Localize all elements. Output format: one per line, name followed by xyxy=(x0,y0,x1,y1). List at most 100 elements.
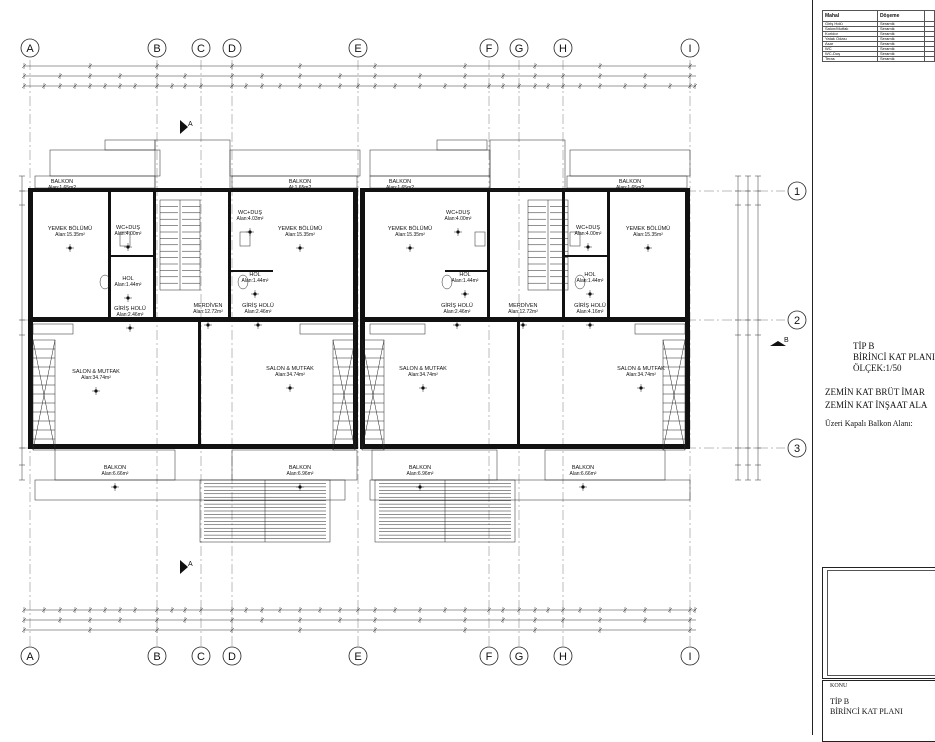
grid-bubble-top: I xyxy=(680,38,700,58)
room-area: Alan:34.74m² xyxy=(81,375,111,381)
wall xyxy=(228,192,231,317)
plan-outline xyxy=(34,479,346,501)
title-block-plan-name: BİRİNCİ KAT PLANI xyxy=(830,707,903,716)
grid-bubble-row: 1 xyxy=(787,181,807,201)
wall xyxy=(607,192,610,317)
sheet-divider xyxy=(812,0,813,735)
legend-header-doseme: Döşeme xyxy=(876,10,926,22)
grid-bubble-label: F xyxy=(486,651,493,663)
grid-bubble-label: G xyxy=(515,43,524,55)
kitchen-counter xyxy=(634,323,686,335)
wall xyxy=(685,188,690,449)
room-name: GİRİŞ HOLÜ xyxy=(574,302,606,309)
grid-bubble-bottom: F xyxy=(479,646,499,666)
wall xyxy=(28,444,358,449)
grid-bubble-label: 3 xyxy=(794,443,800,455)
wall xyxy=(360,317,690,322)
room-name: SALON & MUTFAK xyxy=(617,366,665,372)
side-brut-area: ZEMİN KAT BRÜT İMAR xyxy=(825,387,925,397)
plan-outline xyxy=(369,149,491,177)
wall xyxy=(445,270,490,272)
room-name: WC+DUŞ xyxy=(238,210,262,216)
room-name: WC+DUŞ xyxy=(446,210,470,216)
room-name: HOL xyxy=(584,272,595,278)
grid-bubble-top: C xyxy=(191,38,211,58)
wall xyxy=(517,322,520,444)
kitchen-counter xyxy=(32,323,74,335)
wall xyxy=(198,322,201,444)
balcony-outline xyxy=(371,449,498,481)
grid-bubble-top: E xyxy=(348,38,368,58)
room-area: Alan:4.16m² xyxy=(577,309,604,315)
room-name: YEMEK BÖLÜMÜ xyxy=(278,225,322,232)
room-area: Alan:2.46m² xyxy=(117,312,144,318)
grid-bubble-top: G xyxy=(509,38,529,58)
title-block-frame xyxy=(822,567,935,679)
grid-bubble-label: G xyxy=(515,651,524,663)
room-name: BALKON xyxy=(51,179,73,185)
room-area: Alan:12.72m² xyxy=(193,309,223,315)
grid-bubble-label: B xyxy=(153,651,160,663)
room-name: BALKON xyxy=(104,465,126,471)
section-mark-label: A xyxy=(188,121,193,128)
stair-void xyxy=(154,139,231,191)
wc-fixture xyxy=(569,231,581,247)
room-area: Alan:2.46m² xyxy=(444,309,471,315)
room-area: Alan:6.96m² xyxy=(287,471,314,477)
room-area: Alan:15.35m² xyxy=(395,232,425,238)
wc-bowl xyxy=(574,274,586,290)
room-name: SALON & MUTFAK xyxy=(266,366,314,372)
wall xyxy=(153,192,156,317)
grid-bubble-label: E xyxy=(354,651,361,663)
room-name: WC+DUŞ xyxy=(116,225,140,231)
wc-bowl xyxy=(441,274,453,290)
side-balkon-area: Üzeri Kapalı Balkon Alanı: xyxy=(825,419,913,428)
wall xyxy=(360,188,365,449)
grid-bubble-label: A xyxy=(26,651,34,663)
room-name: BALKON xyxy=(389,179,411,185)
grid-bubble-row: 2 xyxy=(787,310,807,330)
room-area: Alan:34.74m² xyxy=(275,372,305,378)
grid-bubble-top: H xyxy=(553,38,573,58)
grid-bubble-bottom: I xyxy=(680,646,700,666)
room-name: YEMEK BÖLÜMÜ xyxy=(626,225,670,232)
grid-bubble-top: A xyxy=(20,38,40,58)
room-area: Alan:1.44m² xyxy=(577,278,604,284)
plan-outline xyxy=(49,149,161,177)
plan-outline xyxy=(369,479,691,501)
grid-bubble-top: F xyxy=(479,38,499,58)
grid-bubble-label: A xyxy=(26,43,34,55)
section-mark: A xyxy=(180,120,193,134)
side-insaat-area: ZEMİN KAT İNŞAAT ALA xyxy=(825,400,928,410)
grid-bubble-label: D xyxy=(228,651,236,663)
grid-bubble-top: B xyxy=(147,38,167,58)
grid-bubble-label: C xyxy=(197,651,205,663)
room-name: BALKON xyxy=(619,179,641,185)
plan-outline xyxy=(104,139,156,151)
room-name: HOL xyxy=(249,272,260,278)
room-name: SALON & MUTFAK xyxy=(399,366,447,372)
room-area: Alan:6.96m² xyxy=(407,471,434,477)
room-area: Alan:2.46m² xyxy=(245,309,272,315)
room-area: Alan:1.44m² xyxy=(452,278,479,284)
room-name: WC+DUŞ xyxy=(576,225,600,231)
room-area: Alan:1.65m2 xyxy=(616,185,644,191)
room-name: MERDİVEN xyxy=(193,302,222,309)
wc-bowl xyxy=(99,274,111,290)
room-area: Alan:4.00m² xyxy=(445,216,472,222)
